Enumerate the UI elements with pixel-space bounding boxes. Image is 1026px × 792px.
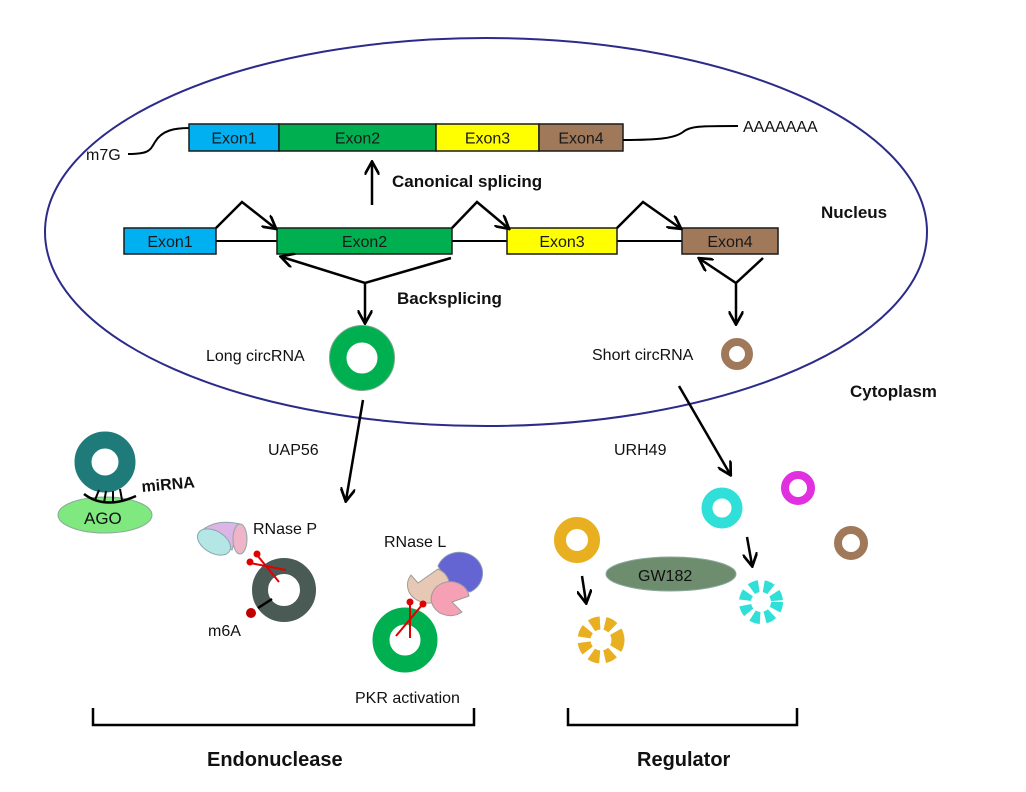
splice-caret-2: [451, 200, 508, 228]
short-circrna-label: Short circRNA: [592, 347, 694, 364]
rnase-p-group: RNase P m6A: [196, 521, 317, 640]
mirna-sponge-circrna: [74, 431, 136, 493]
long-circrna: [329, 325, 395, 391]
cyan-circrna: [701, 487, 743, 529]
backsplice-exon4: [700, 258, 764, 285]
rnase-p-pink-subunit: [232, 523, 248, 555]
splice-caret-1: [215, 200, 275, 228]
mrna-exon-4: [538, 123, 624, 152]
cytoplasm-label: Cytoplasm: [850, 382, 937, 401]
nucleus-label: Nucleus: [821, 203, 887, 222]
pre-mrna-exon-1: [123, 227, 217, 255]
m6a-link: [257, 597, 273, 610]
pre-mrna-exon-4: [681, 227, 779, 255]
gw182-label: GW182: [638, 568, 692, 585]
short-circrna: [721, 338, 753, 370]
uap56-export-arrow: [346, 399, 365, 500]
mrna-exon-4-label: Exon4: [558, 131, 603, 148]
urh49-label: URH49: [614, 442, 667, 459]
rnase-p-label: RNase P: [253, 521, 317, 538]
cyan-fragmented-circrna: [739, 580, 783, 624]
regulator-group-label: Regulator: [637, 749, 731, 771]
mature-mrna: m7G Exon1 Exon2 Exon3 Exon4 AAAAAAA: [86, 119, 818, 164]
orange-circrna: [554, 517, 600, 563]
long-circrna-rim: [329, 325, 395, 391]
mirna-binding-ticks: [94, 488, 123, 504]
splice-caret-3: [616, 200, 680, 228]
five-prime-utr: [127, 127, 191, 155]
ago-label: AGO: [84, 509, 122, 528]
mrna-exon-2-label: Exon2: [335, 131, 380, 148]
regulator-bracket: [566, 708, 799, 727]
regulator-group: GW182: [554, 471, 868, 664]
mirna-binding-arc: [83, 492, 137, 504]
mrna-exon-2: [278, 123, 437, 152]
m6a-dot: [246, 608, 256, 618]
long-circrna-label: Long circRNA: [206, 348, 305, 365]
rnase-p-cyan-subunit: [196, 528, 232, 556]
pre-mrna-exon-1-label: Exon1: [147, 234, 192, 251]
cleavage-dot-2: [246, 558, 254, 566]
orange-degradation-arrow: [582, 575, 586, 602]
mrna-exon-1: [188, 123, 280, 152]
cleavage-dot-1: [253, 550, 261, 558]
rnase-l-label: RNase L: [384, 534, 446, 551]
nucleus-membrane: [44, 37, 928, 427]
three-prime-utr: [622, 125, 739, 141]
pre-mrna-exon-2: [276, 227, 453, 255]
magenta-circrna: [781, 471, 815, 505]
pre-mrna-exon-3-label: Exon3: [539, 234, 584, 251]
pre-mrna: Exon1 Exon2 Exon3 Exon4: [123, 200, 779, 255]
rnase-l-cleavage-mark: [395, 603, 423, 638]
m7g-cap-label: m7G: [86, 147, 121, 164]
mirna-label: miRNA: [141, 474, 196, 496]
cyan-degradation-arrow: [747, 536, 752, 565]
rnase-p-cleavage-mark: [249, 554, 287, 583]
cleavage-dot-4: [419, 600, 427, 608]
mirna-sponge-group: AGO miRNA: [57, 431, 196, 534]
endonuclease-group-label: Endonuclease: [207, 749, 343, 771]
pkr-circrna: [372, 607, 438, 673]
backsplice-exon2: [282, 257, 452, 285]
mrna-exon-1-label: Exon1: [211, 131, 256, 148]
rnase-l-pink-subunit: [430, 581, 470, 617]
rnase-l-group: RNase L PKR activation: [355, 534, 483, 707]
cleavage-dot-3: [406, 598, 414, 606]
uap56-label: UAP56: [268, 442, 319, 459]
m6a-circrna: [252, 558, 316, 622]
brown-circrna: [834, 526, 868, 560]
pkr-activation-label: PKR activation: [355, 690, 460, 707]
pre-mrna-exon-2-label: Exon2: [342, 234, 387, 251]
m6a-label: m6A: [208, 623, 241, 640]
orange-fragmented-circrna: [577, 616, 625, 664]
poly-a-tail-label: AAAAAAA: [743, 119, 818, 136]
mrna-exon-3-label: Exon3: [465, 131, 510, 148]
backsplicing-label: Backsplicing: [397, 289, 502, 308]
canonical-splicing-label: Canonical splicing: [392, 172, 542, 191]
endonuclease-bracket: [91, 708, 476, 727]
gw182-protein: [605, 556, 737, 592]
urh49-export-arrow: [677, 385, 730, 474]
pre-mrna-exon-3: [506, 227, 618, 255]
pre-mrna-exon-4-label: Exon4: [707, 234, 752, 251]
